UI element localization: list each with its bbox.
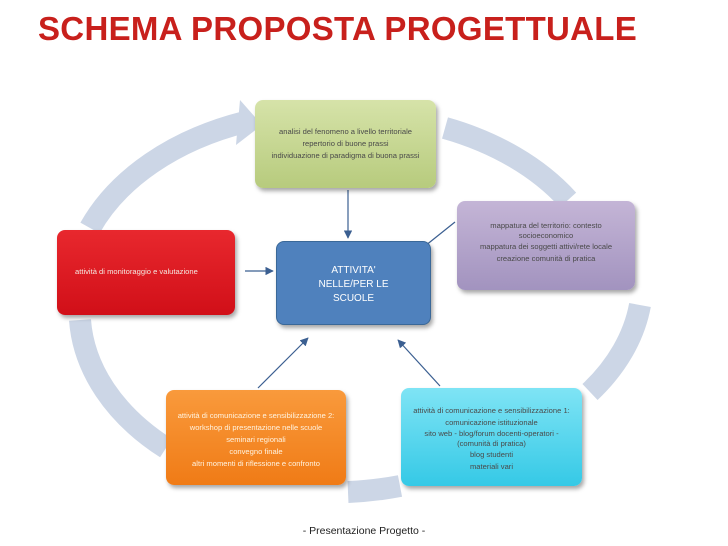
center-box: ATTIVITA' NELLE/PER LE SCUOLE [276,241,431,325]
box-line: (comunità di pratica) [457,439,526,448]
box-line: analisi del fenomeno a livello territori… [279,127,412,136]
box-line: convegno finale [229,447,283,456]
box-monitoraggio: attività di monitoraggio e valutazione [57,230,235,315]
box-line: creazione comunità di pratica [496,254,596,263]
box-comunicazione-1: attività di comunicazione e sensibilizza… [401,388,582,486]
box-line: attività di comunicazione e sensibilizza… [177,411,335,420]
page-title: SCHEMA PROPOSTA PROGETTUALE [38,10,638,47]
connector-arrows [245,190,456,389]
center-line: ATTIVITA' [331,265,376,276]
footer-text: - Presentazione Progetto - [302,525,426,537]
cycle-arrowhead [236,100,262,145]
box-line: materiali vari [469,462,514,471]
box-line: workshop di presentazione nelle scuole [189,423,323,432]
box-analisi: analisi del fenomeno a livello territori… [255,100,436,188]
box-line: individuazione di paradigma di buona pra… [271,151,420,160]
cycle-ring [69,111,651,503]
box-line: socioeconomico [518,231,574,240]
box-line: altri momenti di riflessione e confronto [192,459,320,468]
box-line: repertorio di buone prassi [302,139,389,148]
center-line: NELLE/PER LE [318,279,389,290]
box-line: sito web - blog/forum docenti-operatori … [424,429,559,438]
box-comunicazione-2: attività di comunicazione e sensibilizza… [166,390,346,485]
box-line: attività di comunicazione e sensibilizza… [413,406,570,415]
arrow-from-cyan [397,339,441,387]
box-line: mappatura del territorio: contesto [490,221,602,230]
box-line: mappatura dei soggetti attivi/rete local… [479,242,613,251]
box-line: comunicazione istituzionale [445,418,538,427]
box-line: blog studenti [469,450,514,459]
arrow-from-orange [257,337,309,389]
box-line: seminari regionali [226,435,286,444]
center-line: SCUOLE [332,293,375,304]
box-line: attività di monitoraggio e valutazione [75,267,198,276]
box-mappatura: mappatura del territorio: contesto socio… [457,201,635,290]
